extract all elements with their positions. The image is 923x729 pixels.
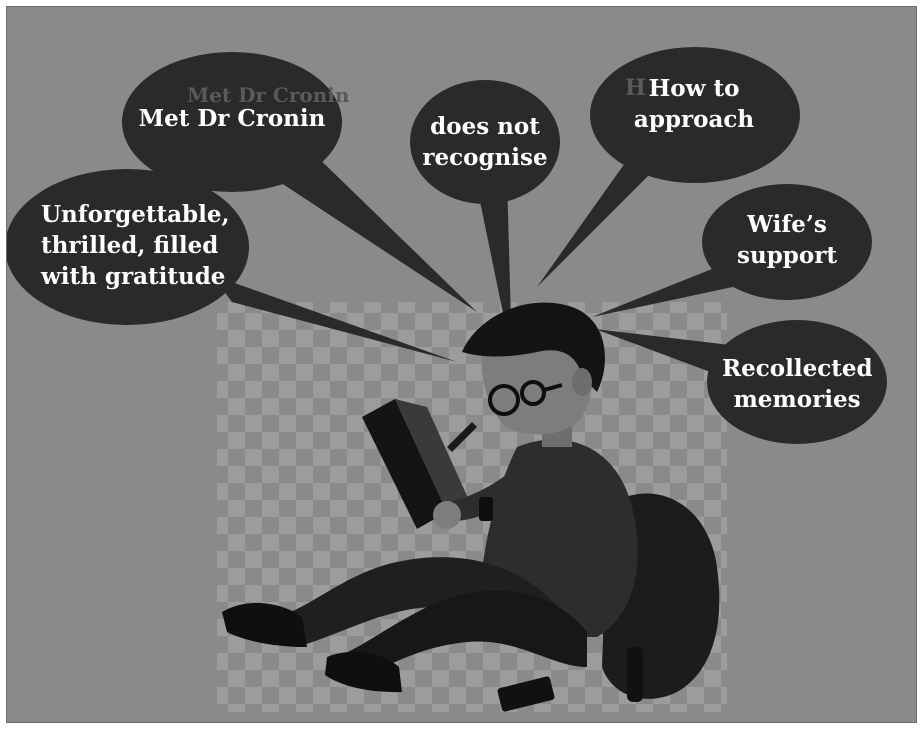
shoe-right <box>325 651 402 693</box>
diagram-frame: Met Dr Cronin H <box>6 6 917 723</box>
unforgettable-line-3: with gratitude <box>41 263 226 290</box>
bubble-tails <box>212 132 747 382</box>
scene-illustration: Met Dr Cronin H <box>7 47 887 712</box>
bubble-met-dr-cronin <box>122 52 342 192</box>
how-to-approach-line-2: approach <box>633 106 755 133</box>
ghost-text-how: H <box>625 75 646 101</box>
recollected-memories-line-1: Recollected <box>722 355 873 382</box>
tail-met-dr-cronin <box>257 147 477 312</box>
tail-unforgettable <box>212 275 457 362</box>
bubble-recollected <box>707 320 887 444</box>
book <box>362 399 447 529</box>
recollected-memories-line-2: memories <box>733 386 861 413</box>
leg-front <box>337 590 587 682</box>
bubble-unforgettable <box>7 169 249 325</box>
bubble-wifes-support <box>702 184 872 300</box>
hair <box>462 302 605 392</box>
bubble-does-not-recognise <box>410 80 560 204</box>
how-to-approach-line-1: How to <box>648 75 740 102</box>
unforgettable-line-1: Unforgettable, <box>41 201 230 228</box>
bubble-text-does-not-recognise: does not recognise <box>415 111 555 173</box>
tail-recollected <box>595 329 747 382</box>
wifes-support-line-2: support <box>737 242 837 269</box>
book-cover <box>395 399 472 512</box>
glasses <box>488 380 563 416</box>
person-illustration <box>222 302 720 712</box>
wifes-support-line-1: Wife’s <box>747 211 827 238</box>
ghost-text-met: Met Dr Cronin <box>187 83 350 107</box>
ear <box>572 368 592 396</box>
glasses-lens-right <box>520 380 546 406</box>
bubble-text-wifes-support: Wife’s support <box>717 209 857 271</box>
pencil <box>447 422 477 452</box>
hand <box>433 501 461 529</box>
bubbles <box>7 47 887 444</box>
bubble-text-recollected-memories: Recollected memories <box>722 353 873 415</box>
bubble-text-unforgettable: Unforgettable, thrilled, filled with gra… <box>41 199 241 292</box>
bubble-how-to-approach <box>590 47 800 183</box>
watch <box>479 497 493 521</box>
backpack-strap <box>627 647 643 702</box>
arm <box>442 457 542 522</box>
leg-back <box>277 557 567 647</box>
does-not-recognise-line-1: does not <box>430 113 540 140</box>
unforgettable-line-2: thrilled, filled <box>41 232 219 259</box>
tail-wifes-support <box>592 265 742 317</box>
glasses-lens-left <box>488 384 520 416</box>
bubble-text-met-dr-cronin: Met Dr Cronin <box>137 103 327 134</box>
met-dr-cronin-line-1: Met Dr Cronin <box>138 105 326 132</box>
phone-on-floor <box>497 676 555 712</box>
glasses-arm <box>543 383 563 392</box>
bubble-text-how-to-approach: How to approach <box>609 73 779 135</box>
tail-does-not-recognise <box>475 177 512 357</box>
ghost-text: Met Dr Cronin H <box>187 75 646 107</box>
shoe-left <box>222 602 307 647</box>
does-not-recognise-line-2: recognise <box>422 144 548 171</box>
